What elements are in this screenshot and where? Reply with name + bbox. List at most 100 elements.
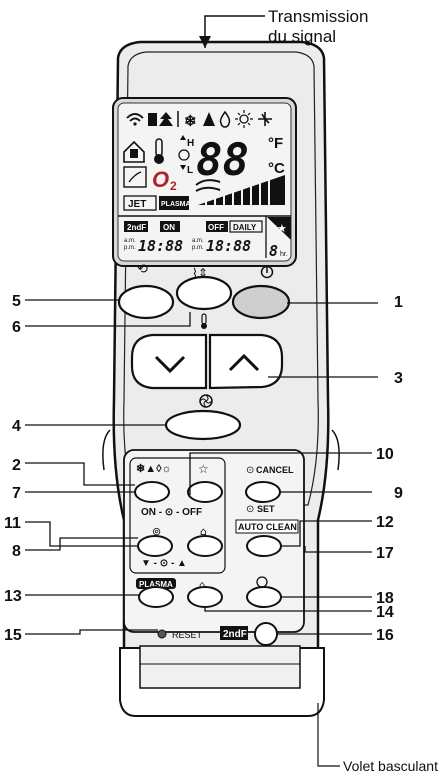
timer-on-digits: 18:88	[138, 237, 183, 255]
smiley-icon	[178, 149, 190, 161]
cancel-icon: ⊙	[246, 465, 254, 476]
callout-3: 3	[394, 370, 403, 387]
unit-celsius: °C	[268, 160, 285, 177]
callout-15: 15	[4, 627, 22, 644]
plasma-button[interactable]	[138, 586, 174, 608]
sleep-button[interactable]	[187, 481, 223, 503]
caption-signal-line2: du signal	[268, 27, 336, 46]
signal-icon	[126, 113, 144, 122]
callout-12: 12	[376, 514, 394, 531]
thermometer-icon	[154, 138, 164, 164]
callout-5: 5	[12, 293, 21, 310]
plasma-indicator: PLASMA	[161, 201, 191, 208]
plasma-button-label: PLASMA	[139, 580, 173, 589]
timer-on-off-label: ON - ⊙ - OFF	[141, 507, 202, 518]
second-function-button[interactable]	[254, 622, 278, 646]
set-label: SET	[257, 504, 275, 514]
callout-17: 17	[376, 545, 394, 562]
timer-set-icon: ⊚	[152, 525, 161, 538]
battery-icon	[148, 113, 157, 126]
callout-9: 9	[394, 485, 403, 502]
timer-on-indicator: ON	[163, 223, 175, 232]
callout-2: 2	[12, 457, 21, 474]
timer-up-button[interactable]	[187, 535, 223, 557]
sleep-star-outline-icon: ☆	[198, 462, 209, 476]
mode-icon-row: ❄	[126, 110, 272, 130]
thermometer-small-icon	[201, 313, 207, 329]
chevron-up-icon	[228, 353, 260, 372]
temperature-buttons	[130, 333, 284, 390]
sleep-hours-digit: 8	[269, 242, 278, 260]
callout-14: 14	[376, 604, 394, 621]
drop-icon	[219, 110, 231, 128]
light-icon: ⌂	[199, 580, 205, 591]
daily-indicator: DAILY	[233, 223, 257, 232]
fan-high-label: H	[187, 138, 194, 149]
reset-label: RESET	[172, 630, 203, 640]
caption-flip-cover: Volet basculant	[343, 758, 438, 774]
auto-clean-label: AUTO CLEAN	[238, 522, 297, 532]
tree-icon	[159, 112, 173, 126]
power-button[interactable]	[231, 284, 291, 320]
callout-4: 4	[12, 418, 21, 435]
house-icon	[123, 140, 145, 163]
snowflake-icon: ❄	[184, 113, 197, 130]
room-temp-icon: ⌂	[200, 525, 207, 538]
caption-signal-line1: Transmission	[268, 7, 368, 26]
callout-7: 7	[12, 485, 21, 502]
mode-button[interactable]	[134, 481, 170, 503]
unit-fahrenheit: °F	[268, 135, 283, 152]
callout-lines	[25, 299, 378, 635]
callout-6: 6	[12, 319, 21, 336]
am-label-off: a.m.	[192, 238, 204, 244]
callout-16: 16	[376, 627, 394, 644]
second-function-indicator: 2ndF	[127, 223, 146, 232]
flip-cover	[119, 645, 325, 717]
fan-speed-bar	[198, 175, 285, 205]
jet-indicator: JET	[128, 199, 146, 210]
auto-mode-icon	[203, 112, 215, 126]
pm-label-off: p.m.	[192, 245, 204, 251]
sleep-hours-unit: hr.	[280, 251, 288, 258]
signal-arrow	[199, 15, 265, 48]
timer-off-indicator: OFF	[208, 223, 224, 232]
callout-13: 13	[4, 588, 22, 605]
o2-label: O	[152, 167, 169, 192]
fan-icon	[258, 112, 272, 126]
temperature-down-button[interactable]	[130, 333, 208, 390]
fan-low-label: L	[187, 165, 193, 176]
timer-down-button[interactable]	[137, 535, 173, 557]
temperature-digits: 88	[196, 135, 249, 186]
jet-button[interactable]	[175, 275, 233, 311]
top-button-row: ⟲ ⌇⇕	[117, 262, 291, 329]
chevron-down-icon	[154, 355, 186, 374]
cancel-label: CANCEL	[256, 465, 294, 475]
callout-11: 11	[4, 515, 21, 532]
swing-icon: ⟲	[137, 262, 148, 277]
sun-icon	[239, 114, 249, 124]
second-function-label: 2ndF	[223, 629, 247, 640]
fan-speed-button[interactable]	[164, 409, 242, 441]
cover-leader-line	[317, 703, 340, 767]
o2-subscript: 2	[170, 179, 177, 193]
am-label-on: a.m.	[124, 238, 136, 244]
lower-panel: ❄▲◊☼ ☆ ON - ⊙ - OFF ⊚ ⌂ ▼ - ⊙ - ▲ ⊙ CANC…	[123, 449, 305, 646]
callout-10: 10	[376, 446, 394, 463]
timer-off-digits: 18:88	[206, 237, 251, 255]
mode-icons-label: ❄▲◊☼	[136, 463, 172, 475]
function-button-18[interactable]	[246, 586, 282, 608]
display-light-button[interactable]	[187, 586, 223, 608]
set-icon: ⊙	[246, 504, 254, 515]
reset-button[interactable]	[157, 629, 167, 639]
sleep-icon	[123, 166, 147, 188]
cancel-set-button[interactable]	[245, 481, 281, 503]
pm-label-on: p.m.	[124, 245, 136, 251]
callout-1: 1	[394, 294, 403, 311]
callout-numbers: 1 2 3 4 5 6 7 8 9 10 11 12 13 14 15 16 1…	[4, 293, 403, 644]
swing-button[interactable]	[117, 284, 175, 320]
temperature-up-button[interactable]	[208, 333, 284, 390]
auto-clean-button[interactable]	[246, 535, 282, 557]
timer-down-up-label: ▼ - ⊙ - ▲	[141, 558, 187, 569]
sleep-star-icon: ★	[277, 222, 287, 235]
